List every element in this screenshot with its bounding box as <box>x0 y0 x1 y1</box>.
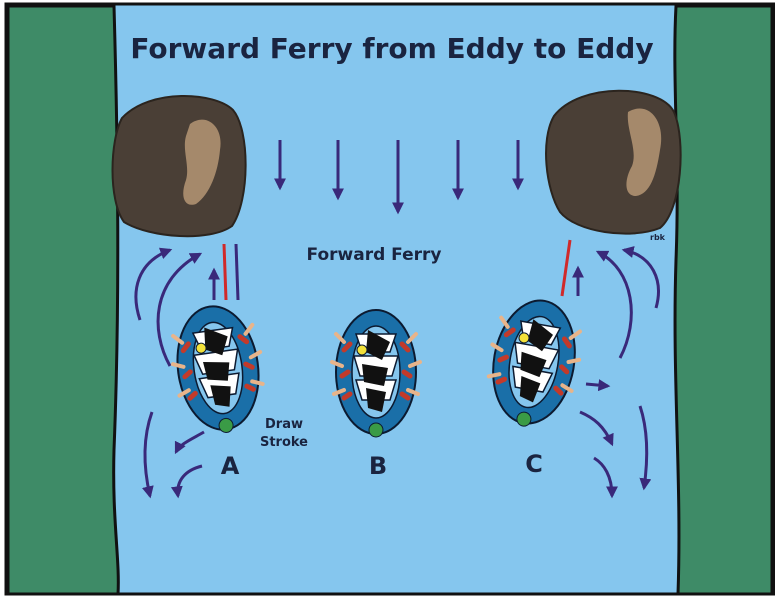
left-riverbank <box>8 6 118 594</box>
raft-label-a: A <box>221 452 240 480</box>
right-riverbank <box>675 6 772 594</box>
draw-stroke-label-line2: Stroke <box>260 435 308 450</box>
ferry-line <box>236 244 238 300</box>
raft-label-b: B <box>369 452 387 480</box>
right-rock <box>546 91 681 234</box>
eddy-arrow <box>586 384 608 386</box>
ferry-label: Forward Ferry <box>307 245 442 265</box>
draw-stroke-label-line1: Draw <box>265 417 303 432</box>
diagram-title: Forward Ferry from Eddy to Eddy <box>130 32 653 65</box>
left-rock <box>113 96 246 236</box>
ferry-line <box>224 244 226 300</box>
raft-label-c: C <box>525 450 543 478</box>
artist-signature: rbk <box>650 233 666 242</box>
